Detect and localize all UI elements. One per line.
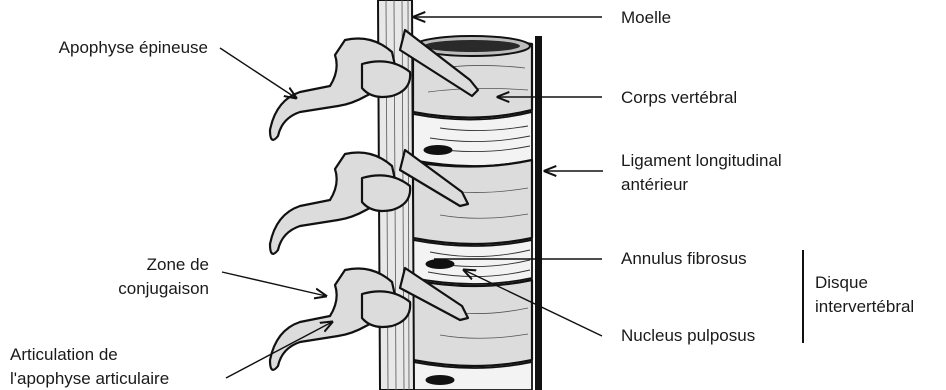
label-articulation-line2: l'apophyse articulaire <box>10 369 169 388</box>
label-zone-line2: conjugaison <box>118 279 209 298</box>
spine-illustration <box>270 0 542 390</box>
vertebral-body-1 <box>413 36 532 118</box>
apophyse-leader <box>220 48 296 98</box>
anterior-ligament-bar <box>535 36 542 390</box>
label-moelle: Moelle <box>621 8 671 27</box>
label-disque-line2: intervertébral <box>815 297 914 316</box>
label-ligament-line2: antérieur <box>621 175 688 194</box>
label-disque-line1: Disque <box>815 273 868 292</box>
zone-leader <box>222 272 326 296</box>
disc-1 <box>413 112 532 166</box>
label-apophyse-epineuse: Apophyse épineuse <box>59 38 208 57</box>
label-corps-vertebral: Corps vertébral <box>621 88 737 107</box>
label-nucleus-pulposus: Nucleus pulposus <box>621 326 755 345</box>
label-articulation-line1: Articulation de <box>10 345 118 364</box>
label-zone-line1: Zone de <box>147 255 209 274</box>
label-annulus-fibrosus: Annulus fibrosus <box>621 249 747 268</box>
label-ligament-line1: Ligament longitudinal <box>621 151 782 170</box>
articulation-leader <box>226 322 332 378</box>
disc-2 <box>413 240 532 284</box>
